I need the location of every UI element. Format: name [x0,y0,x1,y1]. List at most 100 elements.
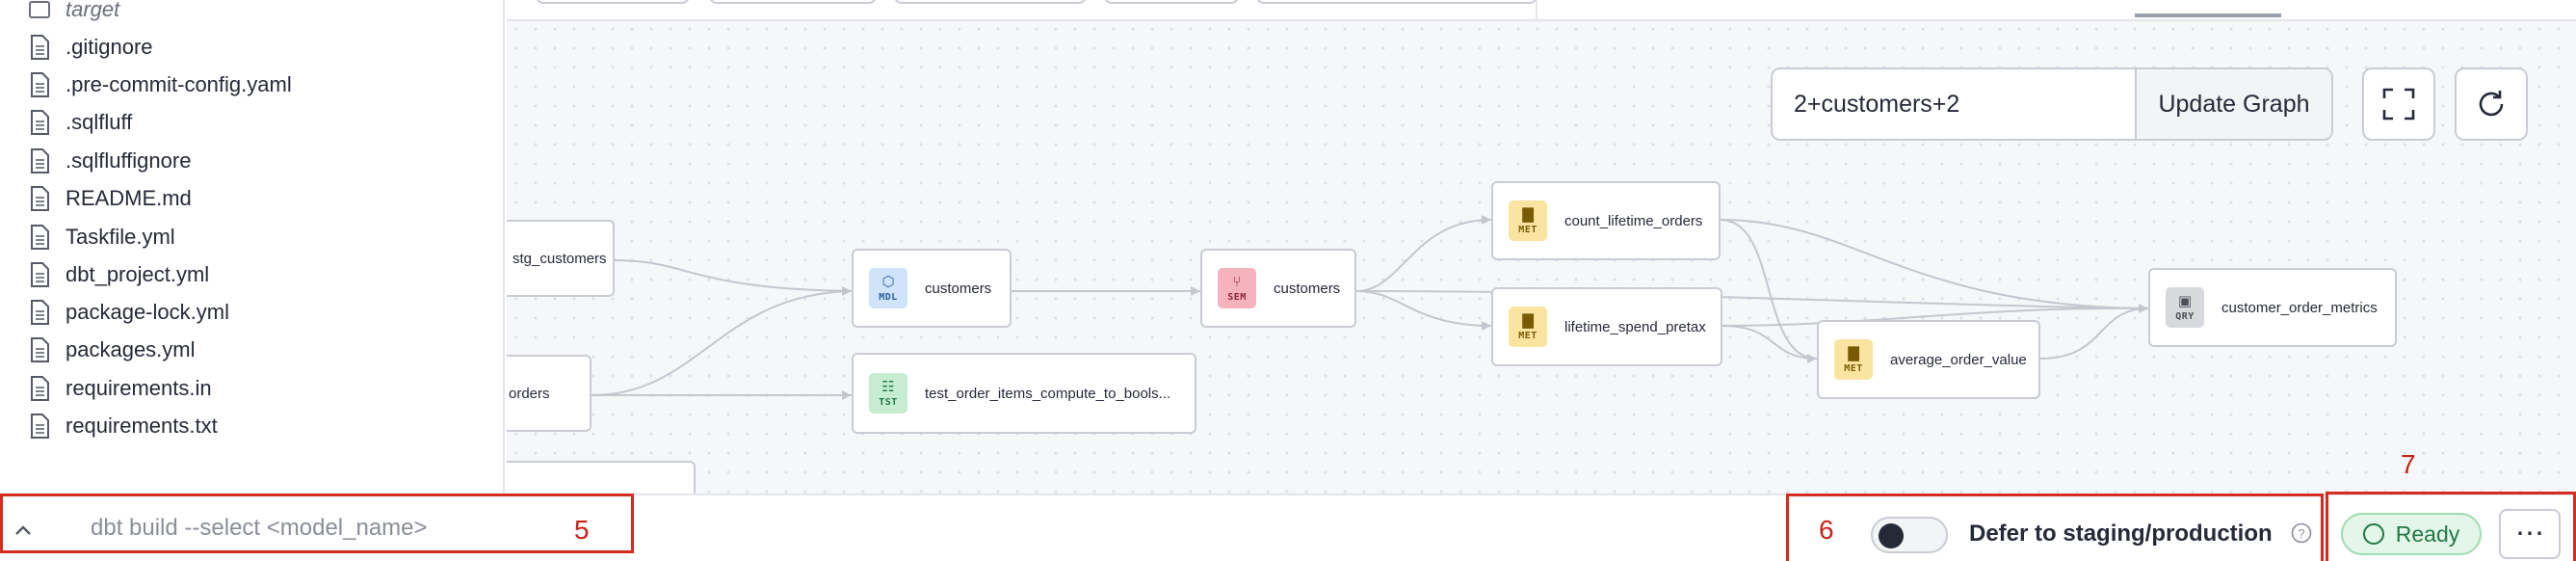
file-tree-item[interactable]: package-lock.yml [29,293,229,332]
file-tree-item[interactable]: target [29,0,119,29]
help-icon[interactable]: ? [2291,522,2312,544]
edge-arrowhead [842,390,852,400]
annotation-number: 5 [574,515,590,545]
node-label: average_order_value [1890,351,2027,368]
edge-arrowhead [842,286,852,296]
node-label: customer_order_metrics [2221,299,2378,316]
graph-toolbar-strip [507,0,2576,21]
lineage-node-count-lifetime-orders[interactable]: ▇ MET count_lifetime_orders [1491,181,1721,260]
annotation-box-top [2326,492,2576,494]
file-tree-label: package-lock.yml [66,300,229,324]
lineage-edges [591,215,2149,400]
refresh-graph-button[interactable] [2455,67,2528,141]
bar-chart-icon: ▇ [1522,311,1534,329]
file-icon [31,35,49,60]
semantic-model-badge: ⑂ SEM [1218,268,1256,308]
edge-arrowhead [1482,215,1491,225]
chevron-up-icon [15,525,31,535]
file-tree-item[interactable]: Taskfile.yml [29,218,175,256]
lineage-node-test[interactable]: ☷ TST test_order_items_compute_to_bools.… [852,353,1196,434]
edge [614,259,853,292]
file-tree-label: requirements.in [66,376,212,400]
file-icon [31,337,49,362]
edge [1720,219,1818,360]
model-badge: ⬡ MDL [869,268,907,308]
expand-panel-button[interactable] [4,511,42,549]
file-icon [31,414,49,439]
lineage-node-customers-model[interactable]: ⬡ MDL customers [852,249,1012,328]
annotation-box [0,494,634,553]
annotation-number: 7 [2401,449,2416,479]
file-tree-label: .sqlfluff [66,110,133,134]
file-icon [31,186,49,211]
metric-badge: ▇ MET [1834,339,1873,380]
saved-query-badge: ▣ QRY [2166,287,2204,328]
file-tree-label: target [66,0,120,21]
node-label: customers [925,280,992,297]
branch-icon: ⑂ [1232,273,1242,290]
status-label: Ready [2395,521,2460,547]
edge [2039,307,2149,360]
file-tree-label: requirements.txt [66,414,218,438]
file-tree-item[interactable]: README.md [29,179,192,218]
file-tree-item[interactable]: .gitignore [29,28,153,67]
metric-badge: ▇ MET [1509,200,1547,241]
svg-text:?: ? [2298,526,2304,541]
lineage-node-customers-semantic[interactable]: ⑂ SEM customers [1200,249,1356,328]
lineage-node-stg-customers[interactable]: stg_customers [507,220,615,297]
file-explorer-sidebar: target .gitignore .pre-commit-config.yam… [0,0,505,494]
metric-badge: ▇ MET [1509,307,1547,347]
annotation-box [1786,494,2324,561]
node-label: test_order_items_compute_to_bools... [925,385,1171,402]
edge [1720,219,2149,309]
annotation-box [2326,494,2576,561]
expand-icon [2382,88,2415,120]
lineage-node-customer-order-metrics[interactable]: ▣ QRY customer_order_metrics [2148,268,2397,347]
node-label: customers [1274,280,1341,297]
file-tree-item[interactable]: .pre-commit-config.yaml [29,66,292,104]
fullscreen-button[interactable] [2362,67,2435,141]
file-tree-label: .pre-commit-config.yaml [66,72,292,96]
file-icon [31,262,49,287]
file-tree-item[interactable]: requirements.txt [29,407,218,445]
file-tree-label: README.md [66,186,192,210]
defer-toggle[interactable] [1871,517,1948,553]
active-tab-indicator [2135,13,2281,17]
more-options-button[interactable]: ⋯ [2499,509,2561,559]
update-graph-button[interactable]: Update Graph [2135,69,2331,139]
command-bar: 5 6 Defer to staging/production ? Ready … [0,494,2576,561]
bar-chart-icon: ▇ [1848,344,1859,361]
annotation-number: 6 [1819,515,1834,545]
lineage-node-orders[interactable]: orders [507,355,591,432]
file-tree-item[interactable]: requirements.in [29,369,212,408]
cube-icon: ⬡ [881,273,895,290]
file-icon [31,72,49,97]
file-tree-item[interactable]: .sqlfluffignore [29,142,191,180]
edge [591,290,853,396]
file-tree-label: Taskfile.yml [66,225,175,249]
edge-arrowhead [1807,354,1817,363]
clipboard-icon: ☷ [881,378,895,395]
lineage-graph-canvas[interactable]: stg_customers orders ⬡ MDL customers ☷ T… [507,0,2576,494]
file-tree-item[interactable]: packages.yml [29,331,196,369]
refresh-icon [2479,91,2504,117]
dbt-command-input[interactable] [62,505,630,551]
file-tree-label: dbt_project.yml [66,262,210,286]
toolbar-divider [1536,0,1538,21]
node-label: count_lifetime_orders [1564,212,1703,229]
lineage-node-clipped[interactable] [507,461,696,494]
lineage-node-average-order-value[interactable]: ▇ MET average_order_value [1817,320,2040,399]
file-tree-item[interactable]: .sqlfluff [29,103,132,142]
defer-label: Defer to staging/production [1969,521,2273,547]
edge-arrowhead [1482,321,1491,331]
lineage-node-lifetime-spend-pretax[interactable]: ▇ MET lifetime_spend_pretax [1491,287,1722,366]
file-tree-label: packages.yml [66,337,196,361]
edge-arrowhead [2139,304,2148,313]
node-label: orders [509,385,550,402]
file-icon [31,148,49,174]
graph-selector-input[interactable] [1773,69,2135,139]
file-tree-item[interactable]: dbt_project.yml [29,255,209,294]
toggle-knob [1879,523,1904,548]
node-label: stg_customers [513,250,607,267]
file-icon [31,225,49,250]
